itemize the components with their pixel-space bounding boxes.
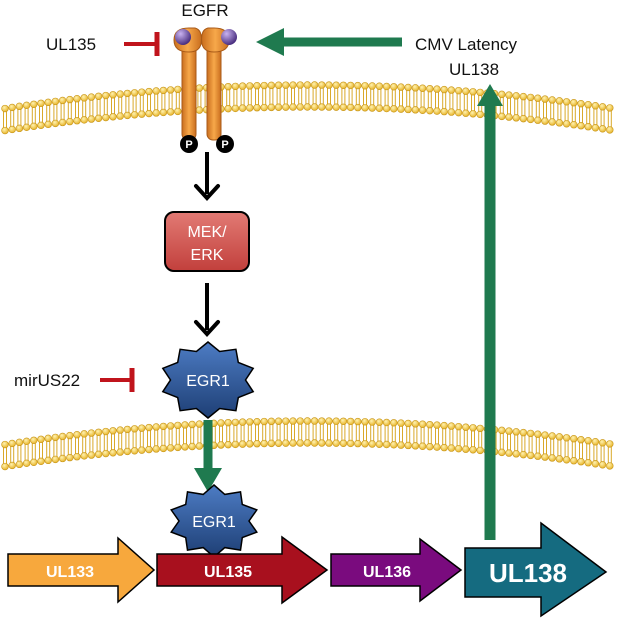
arrow-ul138-to-latency [477, 84, 503, 540]
phospho-label: P [221, 139, 228, 151]
gene-ul138-label: UL138 [489, 558, 567, 588]
egr1-cytoplasmic-label: EGR1 [186, 373, 230, 390]
egfr-label: EGFR [181, 1, 228, 20]
phospho-site [216, 135, 234, 153]
egr1-cytoplasmic [161, 341, 255, 419]
egfr-receptor: P P [173, 27, 237, 153]
egf-ligand [221, 29, 237, 45]
gene-ul133: UL133 [7, 536, 156, 604]
plasma-membrane [1, 81, 614, 135]
gene-ul138: UL138 [464, 521, 608, 618]
gene-ul135-label: UL135 [204, 564, 252, 581]
cmv-latency-label: CMV Latency [415, 35, 518, 54]
erk-label: ERK [191, 247, 224, 264]
phospho-site [180, 135, 198, 153]
gene-ul133-label: UL133 [46, 564, 94, 581]
ul138-top-label: UL138 [449, 60, 499, 79]
inhibition-bar-mirus22 [100, 368, 135, 392]
arrow-cmv-to-egfr [256, 28, 402, 56]
mek-erk-box [164, 211, 250, 272]
inhibition-bar-ul135 [124, 32, 160, 56]
egf-ligand [175, 29, 191, 45]
ul135-inhibitor-label: UL135 [46, 35, 96, 54]
gene-ul136-label: UL136 [363, 564, 411, 581]
egr1-nuclear-label: EGR1 [192, 514, 236, 531]
arrow-egr1-translocation [194, 420, 222, 492]
phospho-label: P [185, 139, 192, 151]
nuclear-membrane [1, 417, 614, 471]
mek-label: MEK/ [187, 224, 227, 241]
arrow-egfr-to-mek [194, 152, 220, 201]
gene-ul135: UL135 [156, 535, 329, 605]
mirus22-label: mirUS22 [14, 371, 80, 390]
arrow-mek-to-egr1 [194, 283, 220, 337]
gene-ul136: UL136 [330, 537, 463, 603]
